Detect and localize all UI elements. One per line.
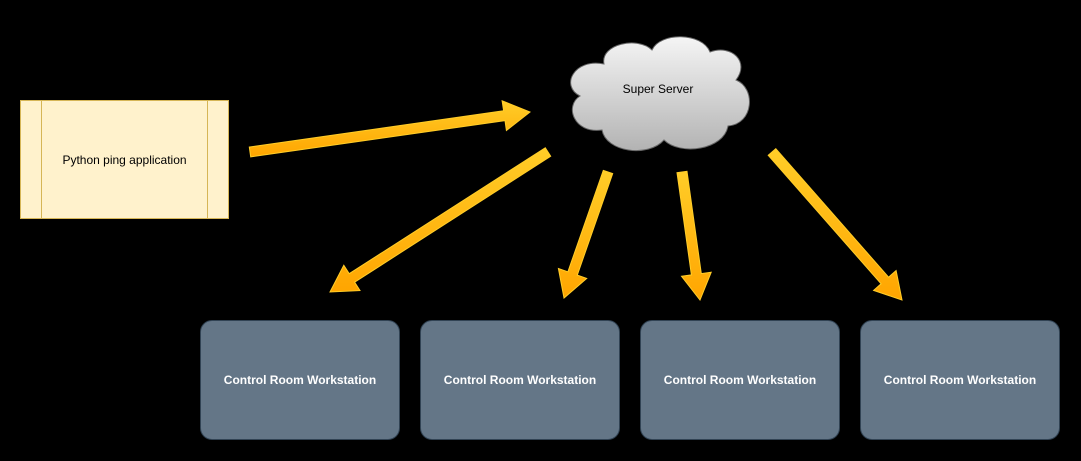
arrow-server-to-workstation-3[interactable] [676, 170, 712, 301]
control-room-workstation-2[interactable]: Control Room Workstation [420, 320, 620, 440]
super-server-label: Super Server [622, 82, 694, 96]
cloud-icon [570, 36, 750, 152]
python-ping-application-label: Python ping application [62, 152, 187, 167]
arrow-app-to-server[interactable] [248, 100, 531, 158]
process-left-bar [41, 101, 42, 218]
super-server-node[interactable]: Super Server [560, 28, 756, 156]
python-ping-application-node[interactable]: Python ping application [20, 100, 229, 219]
arrow-server-to-workstation-1[interactable] [329, 147, 552, 293]
control-room-workstation-4[interactable]: Control Room Workstation [860, 320, 1060, 440]
control-room-workstation-3[interactable]: Control Room Workstation [640, 320, 840, 440]
arrow-server-to-workstation-2[interactable] [557, 169, 614, 299]
process-right-bar [207, 101, 208, 218]
control-room-workstation-1[interactable]: Control Room Workstation [200, 320, 400, 440]
arrow-server-to-workstation-4[interactable] [767, 147, 903, 301]
